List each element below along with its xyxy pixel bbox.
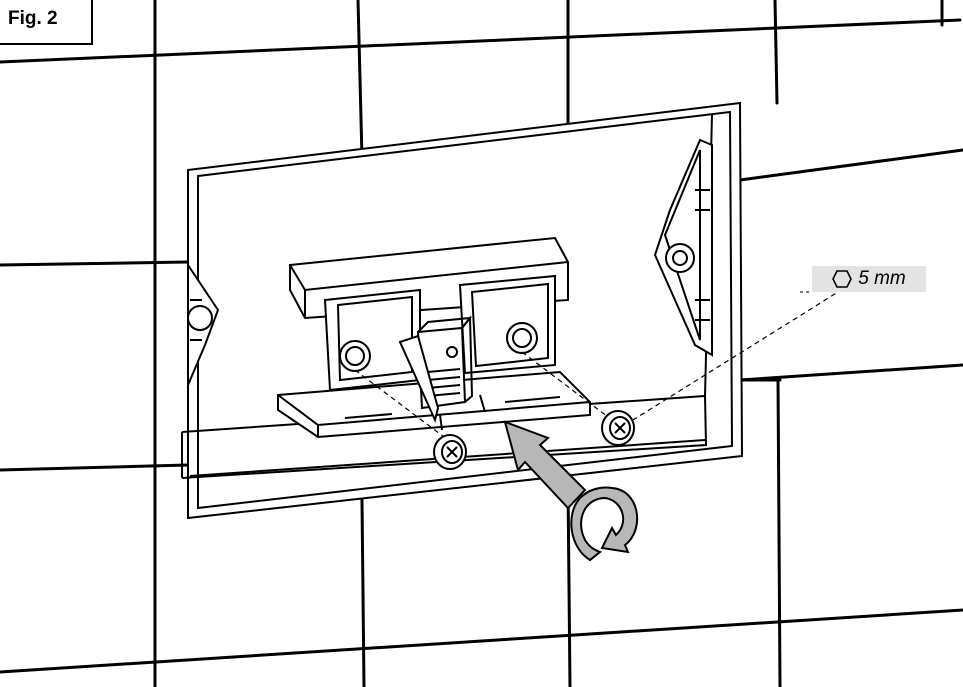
insert-arrow <box>503 420 587 510</box>
hex-key-icon <box>832 270 853 288</box>
right-bracket <box>653 138 713 357</box>
hex-key-size: 5 mm <box>858 268 906 289</box>
hex-key-callout: 5 mm <box>812 266 926 292</box>
figure-label: Fig. 2 <box>8 8 58 29</box>
rotation-arrow-icon <box>570 486 639 562</box>
screw-left <box>433 434 467 470</box>
left-bracket <box>187 261 220 386</box>
alignment-lines <box>354 291 839 441</box>
valve-mechanism <box>277 236 591 439</box>
fig-label-frame <box>0 0 93 45</box>
screw-right <box>601 410 635 446</box>
